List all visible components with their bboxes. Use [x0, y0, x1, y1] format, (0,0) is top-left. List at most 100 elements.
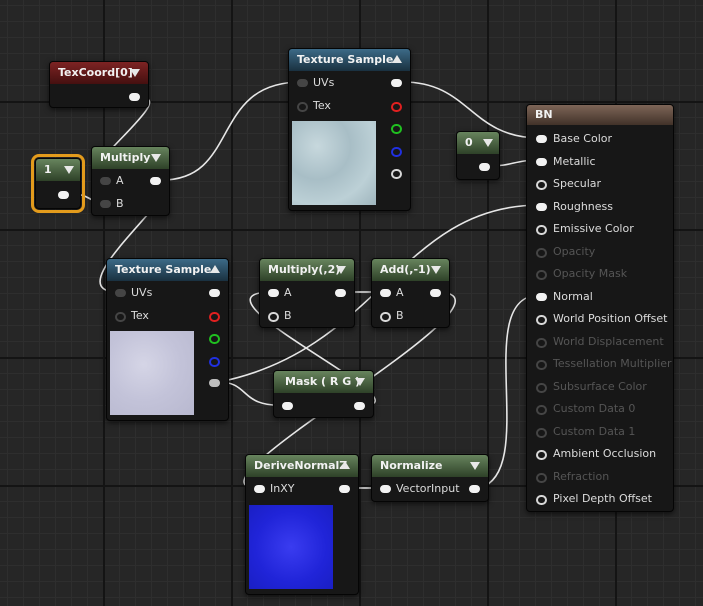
- bn-pin-row-opacity-mask: Opacity Mask: [527, 265, 673, 283]
- constant-1-output-pin[interactable]: [58, 191, 69, 199]
- collapse-arrow-icon[interactable]: [210, 265, 220, 273]
- bn-opacity-mask-input-pin[interactable]: [536, 270, 547, 280]
- bn-normal-label: Normal: [553, 289, 593, 303]
- collapse-arrow-icon[interactable]: [336, 266, 346, 274]
- bn-world-displacement-input-pin[interactable]: [536, 337, 547, 348]
- constant-0-header[interactable]: 0: [457, 132, 499, 154]
- b-output-pin[interactable]: [391, 147, 402, 157]
- multiply-header[interactable]: Multiply: [92, 147, 169, 169]
- uvs-label: UVs: [131, 286, 153, 299]
- texture-sample-1-header[interactable]: Texture Sample: [289, 49, 410, 71]
- bn-specular-input-pin[interactable]: [536, 180, 547, 190]
- bn-emissive-color-input-pin[interactable]: [536, 225, 547, 235]
- r-output-pin[interactable]: [391, 102, 402, 112]
- bn-ambient-occlusion-input-pin[interactable]: [536, 450, 547, 460]
- normalize-title: Normalize: [380, 459, 443, 472]
- bn-header[interactable]: BN: [527, 105, 673, 125]
- collapse-arrow-icon[interactable]: [483, 139, 493, 147]
- multiply-output-pin[interactable]: [150, 177, 161, 185]
- a-output-pin[interactable]: [209, 379, 220, 387]
- inxy-input-pin[interactable]: [254, 485, 265, 493]
- collapse-arrow-icon[interactable]: [355, 378, 365, 386]
- mask-node[interactable]: Mask ( R G ): [273, 370, 374, 418]
- normalize-output-pin[interactable]: [469, 485, 480, 493]
- collapse-arrow-icon[interactable]: [64, 166, 74, 174]
- constant-0-output-pin[interactable]: [479, 163, 490, 171]
- b-input-pin[interactable]: [380, 312, 391, 322]
- g-output-pin[interactable]: [391, 124, 402, 134]
- add-output-pin[interactable]: [430, 289, 441, 297]
- constant-1-node[interactable]: 1: [31, 154, 85, 213]
- collapse-arrow-icon[interactable]: [470, 462, 480, 470]
- texture-sample-node-1[interactable]: Texture Sample UVs Tex: [288, 48, 411, 211]
- multiply-node[interactable]: Multiply A B: [91, 146, 170, 216]
- collapse-arrow-icon[interactable]: [431, 266, 441, 274]
- texcoord-node[interactable]: TexCoord[0]: [49, 61, 149, 108]
- bn-normal-input-pin[interactable]: [536, 292, 547, 301]
- collapse-arrow-icon[interactable]: [392, 55, 402, 63]
- a-input-pin[interactable]: [380, 289, 391, 297]
- multiply-title: Multiply: [100, 151, 151, 164]
- bn-pin-row-tessellation-multiplier: Tessellation Multiplier: [527, 355, 673, 373]
- add-a-row: A: [372, 284, 449, 302]
- mask-header[interactable]: Mask ( R G ): [274, 371, 373, 393]
- bn-refraction-input-pin[interactable]: [536, 472, 547, 483]
- tex-input-pin[interactable]: [115, 312, 126, 322]
- texture-sample-node-2[interactable]: Texture Sample UVs Tex: [106, 258, 229, 421]
- texcoord-header[interactable]: TexCoord[0]: [50, 62, 148, 84]
- derive-normal-z-node[interactable]: DeriveNormalZ InXY: [245, 454, 359, 595]
- mask-input-pin[interactable]: [282, 402, 293, 410]
- constant-0-node[interactable]: 0: [456, 131, 500, 180]
- bn-ambient-occlusion-label: Ambient Occlusion: [553, 447, 657, 460]
- a-output-pin[interactable]: [391, 169, 402, 179]
- bn-pixel-depth-offset-input-pin[interactable]: [536, 495, 547, 505]
- g-output-pin[interactable]: [209, 334, 220, 344]
- a-input-pin[interactable]: [100, 177, 111, 185]
- mask-output-pin[interactable]: [354, 402, 365, 410]
- tex-input-pin[interactable]: [297, 102, 308, 112]
- vectorinput-input-pin[interactable]: [380, 485, 391, 493]
- collapse-arrow-icon[interactable]: [151, 154, 161, 162]
- bn-subsurface-color-input-pin[interactable]: [536, 382, 547, 393]
- bn-base-color-input-pin[interactable]: [536, 135, 547, 143]
- bn-custom-data-0-input-pin[interactable]: [536, 405, 547, 415]
- texture-preview-noise: [110, 331, 194, 415]
- bn-pin-row-base-color: Base Color: [527, 130, 673, 148]
- multiply-2-title: Multiply(,2): [268, 263, 341, 276]
- multiply-2-output-pin[interactable]: [335, 289, 346, 297]
- b-input-pin[interactable]: [100, 200, 111, 208]
- uvs-input-pin[interactable]: [115, 289, 126, 297]
- bn-world-position-offset-input-pin[interactable]: [536, 315, 547, 325]
- add-node[interactable]: Add(,-1) A B: [371, 258, 450, 328]
- collapse-arrow-icon[interactable]: [340, 461, 350, 469]
- bn-tessellation-multiplier-input-pin[interactable]: [536, 360, 547, 370]
- rgb-output-pin[interactable]: [209, 289, 220, 297]
- add-header[interactable]: Add(,-1): [372, 259, 449, 281]
- bn-opacity-input-pin[interactable]: [536, 247, 547, 258]
- normalize-header[interactable]: Normalize: [372, 455, 488, 477]
- b-output-pin[interactable]: [209, 357, 220, 367]
- texcoord-output-pin[interactable]: [129, 93, 140, 101]
- texture-sample-2-header[interactable]: Texture Sample: [107, 259, 228, 281]
- bn-tessellation-multiplier-label: Tessellation Multiplier: [553, 357, 672, 370]
- multiply-2-header[interactable]: Multiply(,2): [260, 259, 354, 281]
- bn-custom-data-1-input-pin[interactable]: [536, 427, 547, 438]
- uvs-input-pin[interactable]: [297, 79, 308, 87]
- bn-roughness-input-pin[interactable]: [536, 202, 547, 211]
- normalize-node[interactable]: Normalize VectorInput: [371, 454, 489, 502]
- multiply-2-node[interactable]: Multiply(,2) A B: [259, 258, 355, 328]
- a-input-pin[interactable]: [268, 289, 279, 297]
- collapse-arrow-icon[interactable]: [130, 69, 140, 77]
- derive-normal-z-header[interactable]: DeriveNormalZ: [246, 455, 358, 477]
- bn-metallic-label: Metallic: [553, 154, 596, 168]
- derive-output-pin[interactable]: [339, 485, 350, 493]
- b-input-pin[interactable]: [268, 312, 279, 322]
- constant-1-header[interactable]: 1: [36, 159, 80, 181]
- rgb-output-pin[interactable]: [391, 79, 402, 87]
- bn-opacity-label: Opacity: [553, 244, 596, 258]
- r-output-pin[interactable]: [209, 312, 220, 322]
- bn-metallic-input-pin[interactable]: [536, 157, 547, 166]
- bn-pin-row-custom-data-0: Custom Data 0: [527, 400, 673, 418]
